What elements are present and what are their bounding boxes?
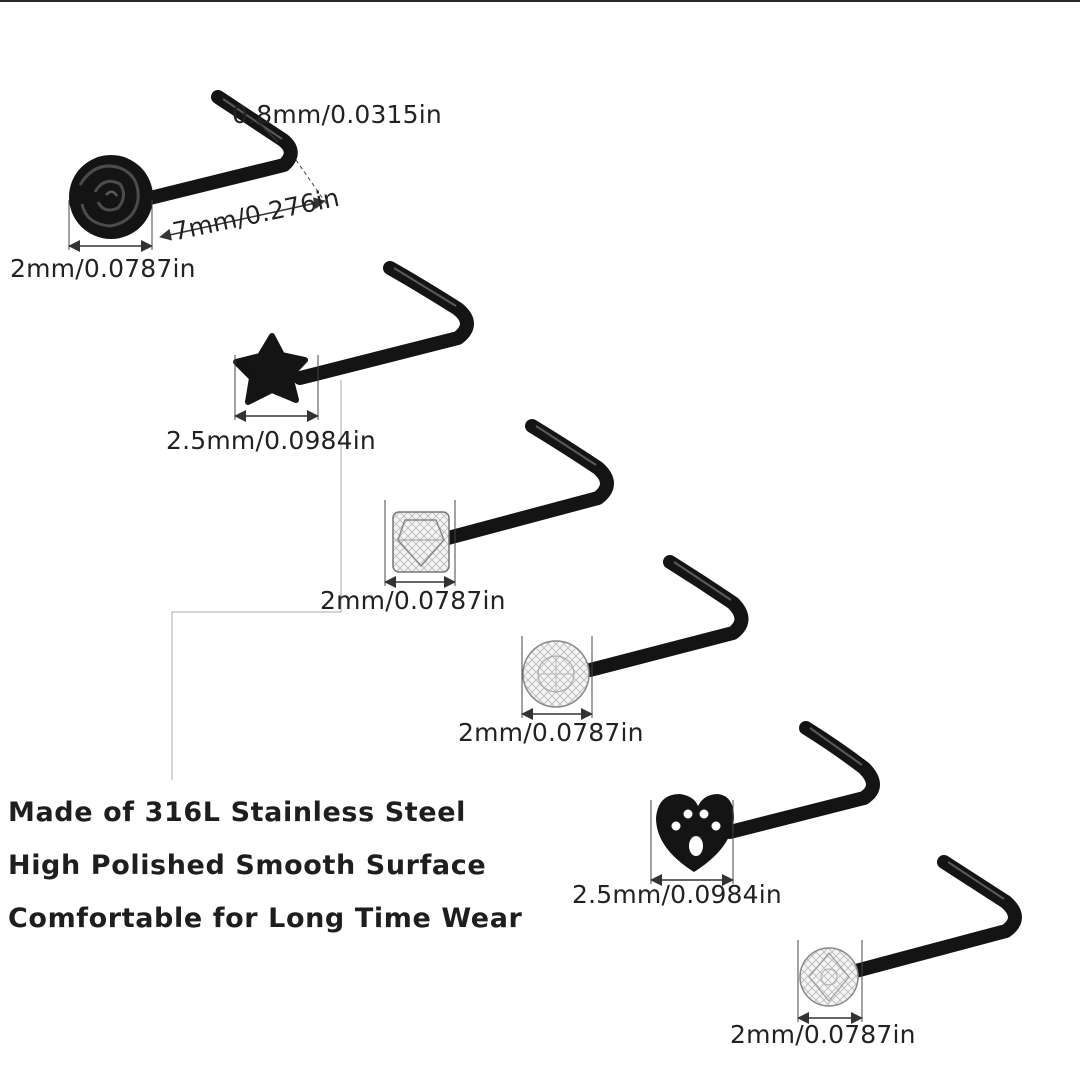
item-1-size-label: 2mm/0.0787in bbox=[10, 254, 196, 283]
round-gem-stud bbox=[521, 555, 749, 720]
feature-surface: High Polished Smooth Surface bbox=[8, 850, 487, 881]
gauge-label: 0.8mm/0.0315in bbox=[232, 100, 442, 129]
item-6-size-label: 2mm/0.0787in bbox=[730, 1020, 916, 1049]
item-2-size-label: 2.5mm/0.0984in bbox=[166, 426, 376, 455]
square-gem-icon bbox=[392, 511, 450, 573]
feature-material: Made of 316L Stainless Steel bbox=[8, 797, 466, 828]
rose-icon bbox=[69, 155, 153, 239]
top-border bbox=[0, 0, 1080, 2]
item-3-size-label: 2mm/0.0787in bbox=[320, 586, 506, 615]
star-icon bbox=[233, 333, 308, 405]
rose-stud bbox=[68, 90, 329, 252]
round-gem-icon bbox=[522, 640, 590, 708]
small-round-gem-icon bbox=[799, 947, 859, 1007]
guide-lines bbox=[171, 380, 342, 780]
star-stud bbox=[233, 261, 474, 422]
feature-comfort: Comfortable for Long Time Wear bbox=[8, 903, 523, 934]
square-gem-stud bbox=[384, 419, 614, 588]
item-5-size-label: 2.5mm/0.0984in bbox=[572, 880, 782, 909]
paw-heart-stud bbox=[650, 721, 880, 886]
paw-heart-icon bbox=[656, 794, 734, 872]
small-round-gem-stud bbox=[797, 855, 1022, 1024]
item-4-size-label: 2mm/0.0787in bbox=[458, 718, 644, 747]
